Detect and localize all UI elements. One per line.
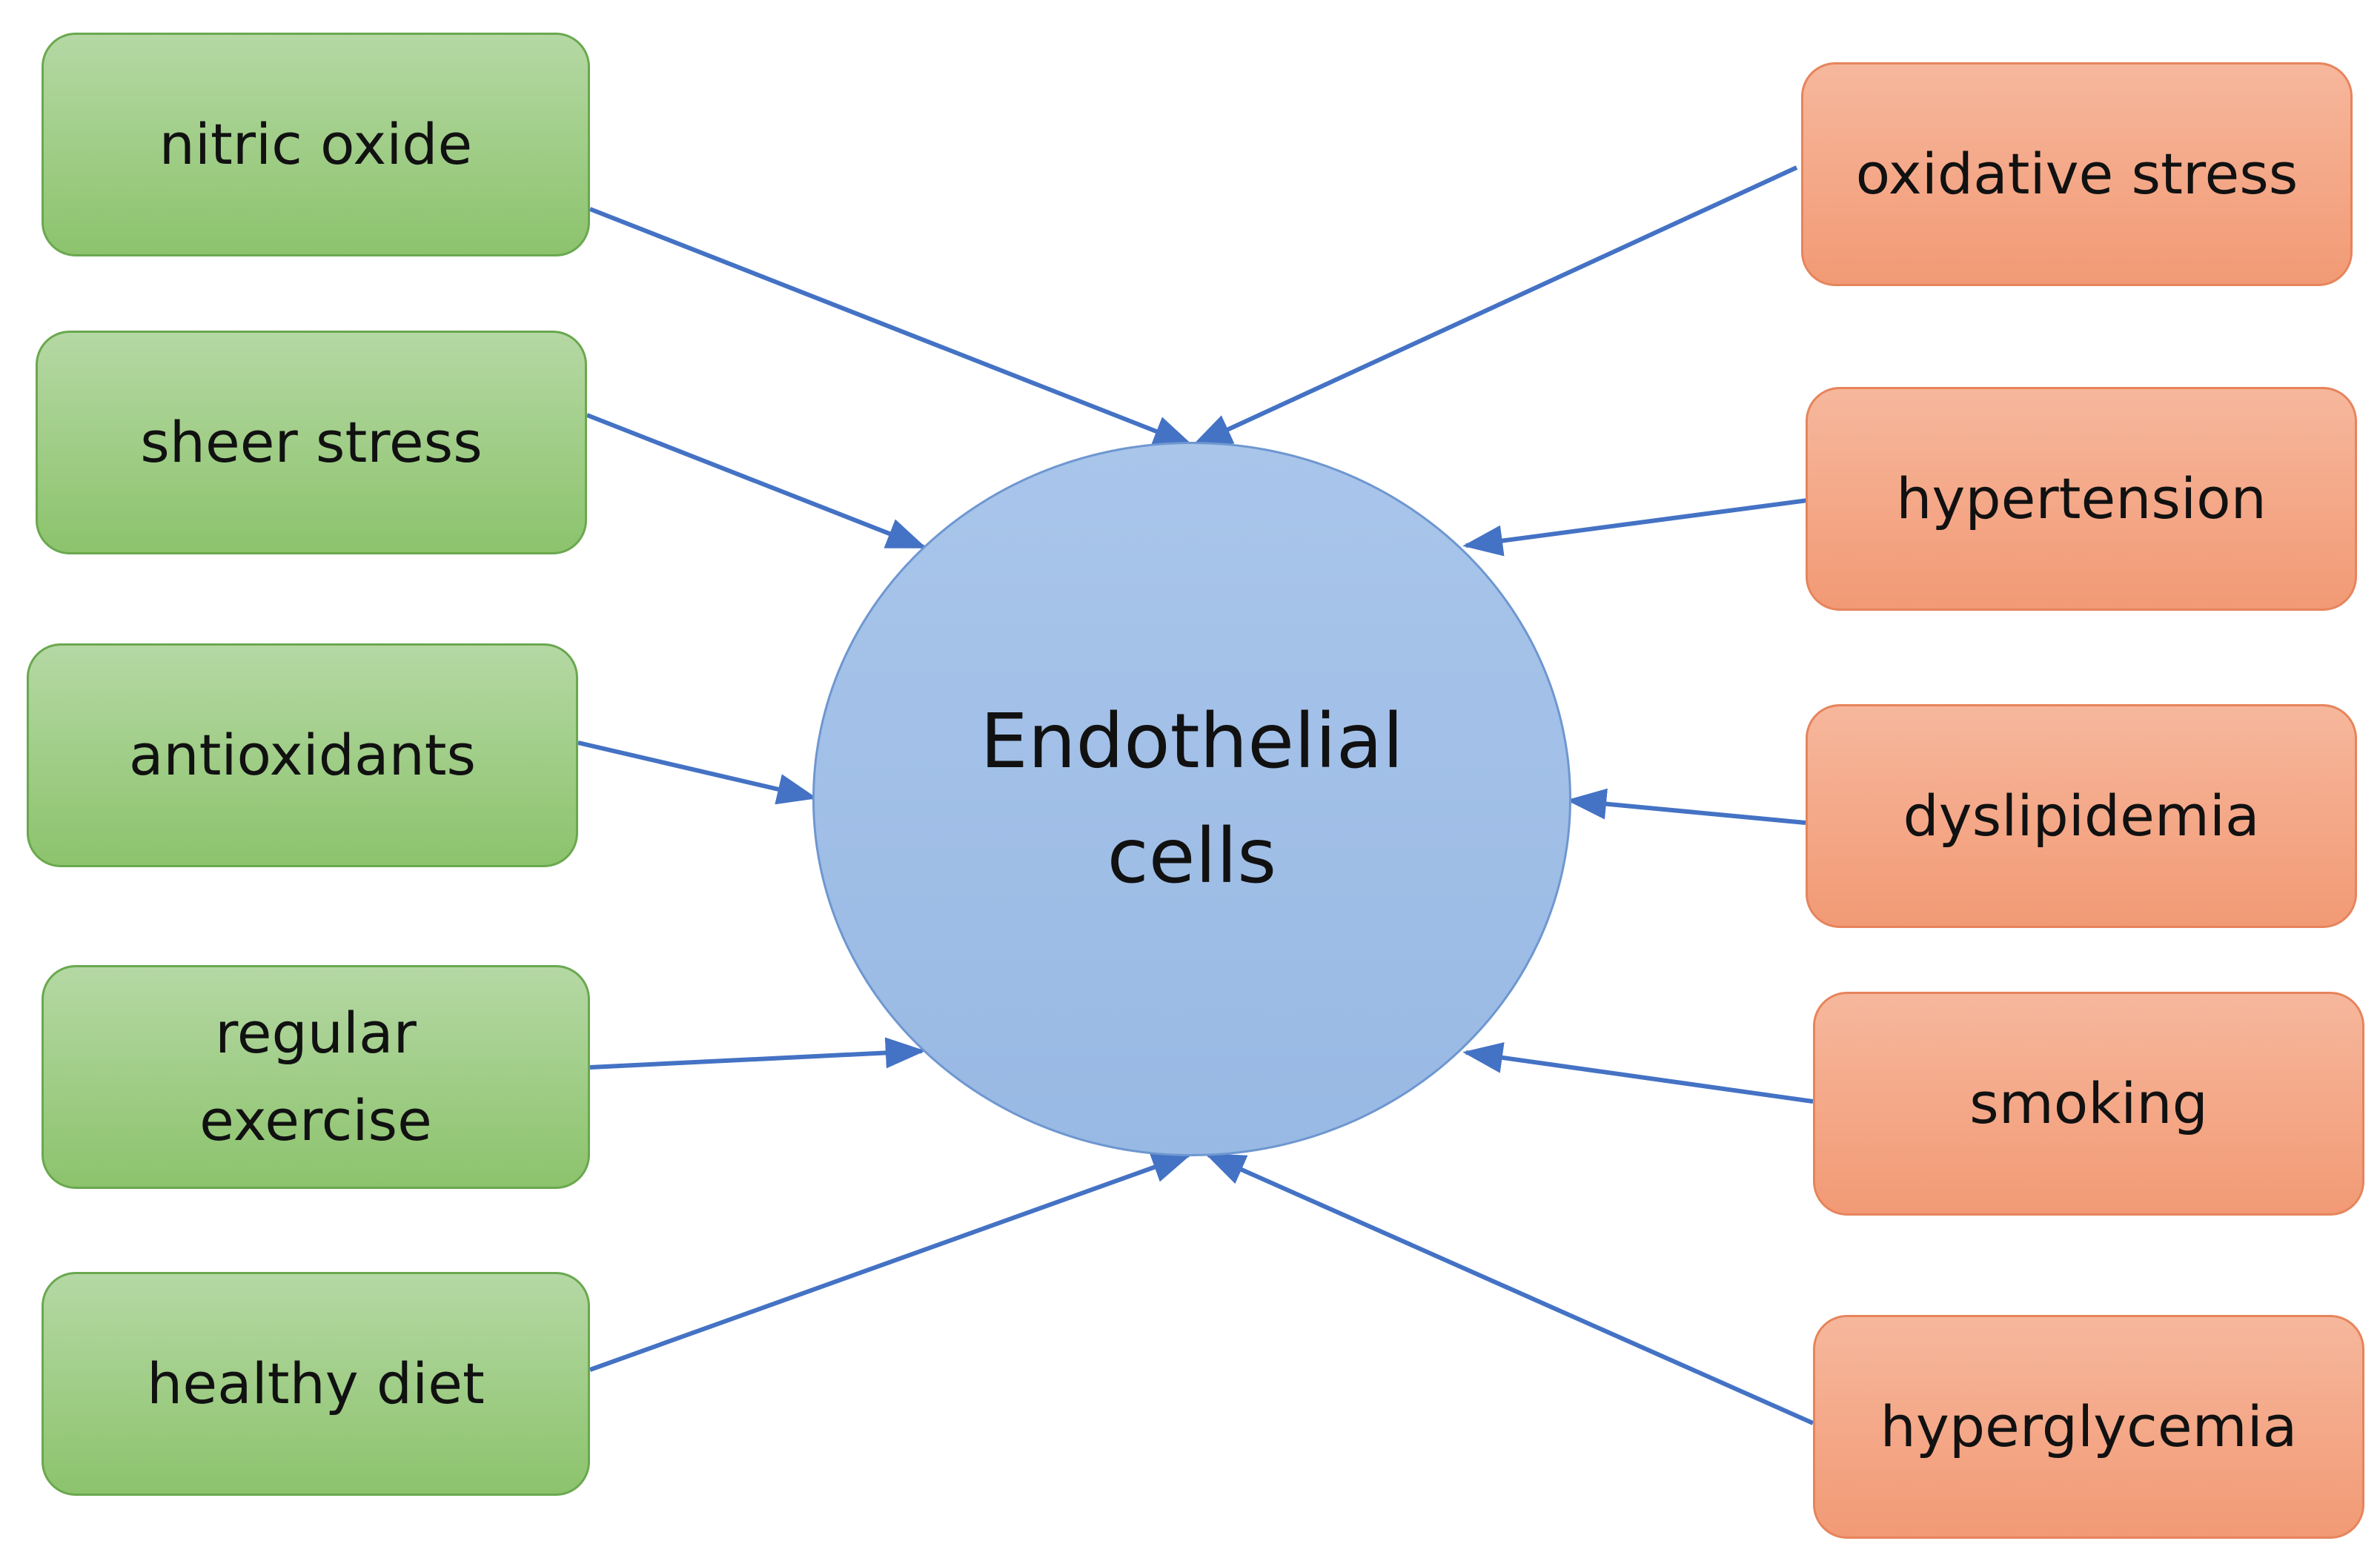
endothelial-cells-node: Endothelial cells (812, 442, 1571, 1156)
factor-healthy-diet: healthy diet (42, 1272, 590, 1496)
factor-oxidative-stress: oxidative stress (1801, 62, 2353, 286)
factor-label: antioxidants (128, 722, 477, 789)
arrow-healthy-diet (589, 1152, 1193, 1372)
factor-label: oxidative stress (1855, 141, 2298, 208)
arrow-hypertension (1462, 497, 1814, 557)
arrow-oxidative-stress (1191, 165, 1798, 447)
factor-label: regular exercise (199, 1000, 432, 1153)
arrow-dyslipidemia (1566, 788, 1806, 825)
factor-label: smoking (1969, 1070, 2208, 1137)
arrow-regular-exercise (589, 1037, 926, 1070)
factor-label: hypertension (1896, 465, 2267, 532)
factor-label: dyslipidemia (1903, 783, 2260, 849)
factor-regular-exercise: regular exercise (42, 965, 590, 1189)
arrow-hyperglycemia (1204, 1153, 1814, 1425)
factor-hyperglycemia: hyperglycemia (1813, 1315, 2364, 1539)
arrow-nitric-oxide (589, 207, 1194, 447)
factor-hypertension: hypertension (1806, 387, 2357, 611)
factor-label: hyperglycemia (1880, 1393, 2298, 1460)
factor-smoking: smoking (1813, 992, 2364, 1216)
arrow-sheer-stress (586, 413, 927, 549)
arrow-antioxidants (577, 740, 818, 805)
factor-antioxidants: antioxidants (27, 643, 578, 867)
factor-label: sheer stress (140, 409, 483, 476)
factor-label: nitric oxide (159, 111, 473, 178)
factor-label: healthy diet (147, 1350, 485, 1417)
center-label: Endothelial cells (980, 697, 1404, 901)
factor-nitric-oxide: nitric oxide (42, 33, 590, 256)
factor-sheer-stress: sheer stress (36, 331, 587, 554)
arrow-smoking (1462, 1042, 1814, 1104)
factor-dyslipidemia: dyslipidemia (1806, 704, 2357, 928)
